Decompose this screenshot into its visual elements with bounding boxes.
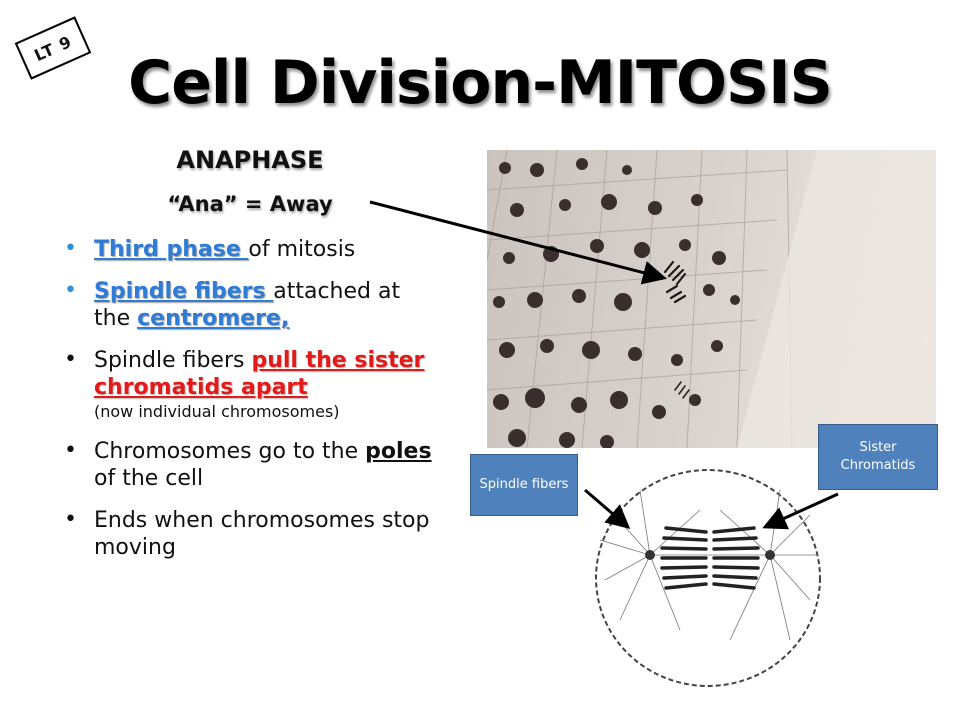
highlight-pull-apart: pull the sister chromatids apart [94,348,425,400]
slide-title: Cell Division-MITOSIS [128,48,833,118]
bullet-text: Ends when chromosomes stop moving [94,508,430,560]
bullet-text: of mitosis [248,237,356,262]
bullet-note: (now individual chromosomes) [94,402,340,421]
highlight-poles: poles [365,439,432,464]
bullet-text: Spindle fibers [94,348,252,373]
bullet-text: Chromosomes go to the [94,439,366,464]
bullet-list: Third phase of mitosis Spindle fibers at… [58,235,443,576]
bullet-text: of the cell [94,466,204,491]
callout-spindle-label: Spindle fibers [479,477,569,492]
ana-definition: “Ana” = Away [167,192,333,216]
micrograph-drawing [487,150,936,448]
callout-sister-chromatids: Sister Chromatids [818,424,938,490]
bullet-poles: Chromosomes go to the poles of the cell [58,437,443,492]
micrograph-image [487,150,936,448]
phase-heading: ANAPHASE [176,146,324,174]
anaphase-drawing [595,469,821,687]
bullet-spindle-fibers: Spindle fibers attached at the centromer… [58,277,443,332]
bullet-third-phase: Third phase of mitosis [58,235,443,263]
highlight-third-phase: Third phase [94,237,249,262]
anaphase-diagram [580,460,830,715]
callout-sister-label: Sister Chromatids [840,440,916,473]
bullet-text: attached at the [94,279,401,331]
bullet-pull-apart: Spindle fibers pull the sister chromatid… [58,346,443,423]
bullet-ends: Ends when chromosomes stop moving [58,506,443,561]
highlight-spindle-fibers: Spindle fibers [94,279,274,304]
highlight-centromere: centromere, [137,306,290,331]
callout-spindle-fibers: Spindle fibers [470,454,578,516]
